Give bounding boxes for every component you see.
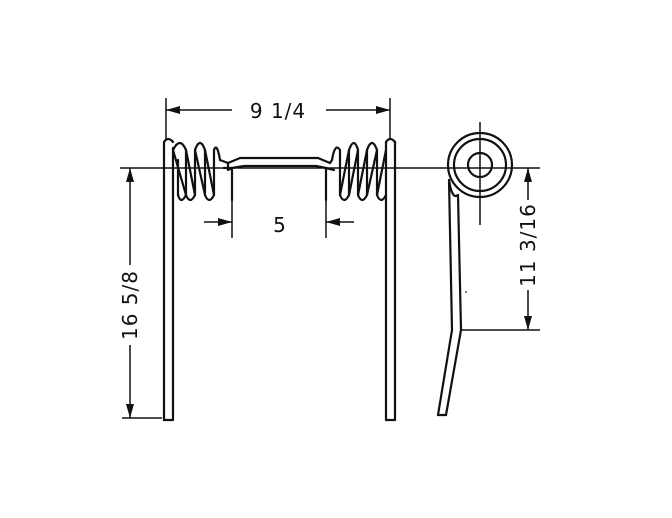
overall-width-label: 9 1/4 xyxy=(250,99,306,123)
center-bridge xyxy=(218,156,336,202)
dimension-side-height: 11 3/16 xyxy=(462,168,540,331)
inner-width-label: 5 xyxy=(273,213,287,237)
leg-length-label: 16 5/8 xyxy=(118,270,142,340)
side-view xyxy=(436,122,514,417)
dimension-inner-width: 5 xyxy=(204,200,354,238)
front-view xyxy=(162,137,397,422)
left-coil xyxy=(171,141,222,202)
right-leg xyxy=(384,137,397,422)
right-coil xyxy=(330,141,388,202)
dimension-leg-length: 16 5/8 xyxy=(118,168,162,419)
left-leg xyxy=(162,137,175,422)
dimension-overall-width: 9 1/4 xyxy=(165,98,391,140)
speck xyxy=(465,291,467,293)
side-height-label: 11 3/16 xyxy=(516,203,540,287)
